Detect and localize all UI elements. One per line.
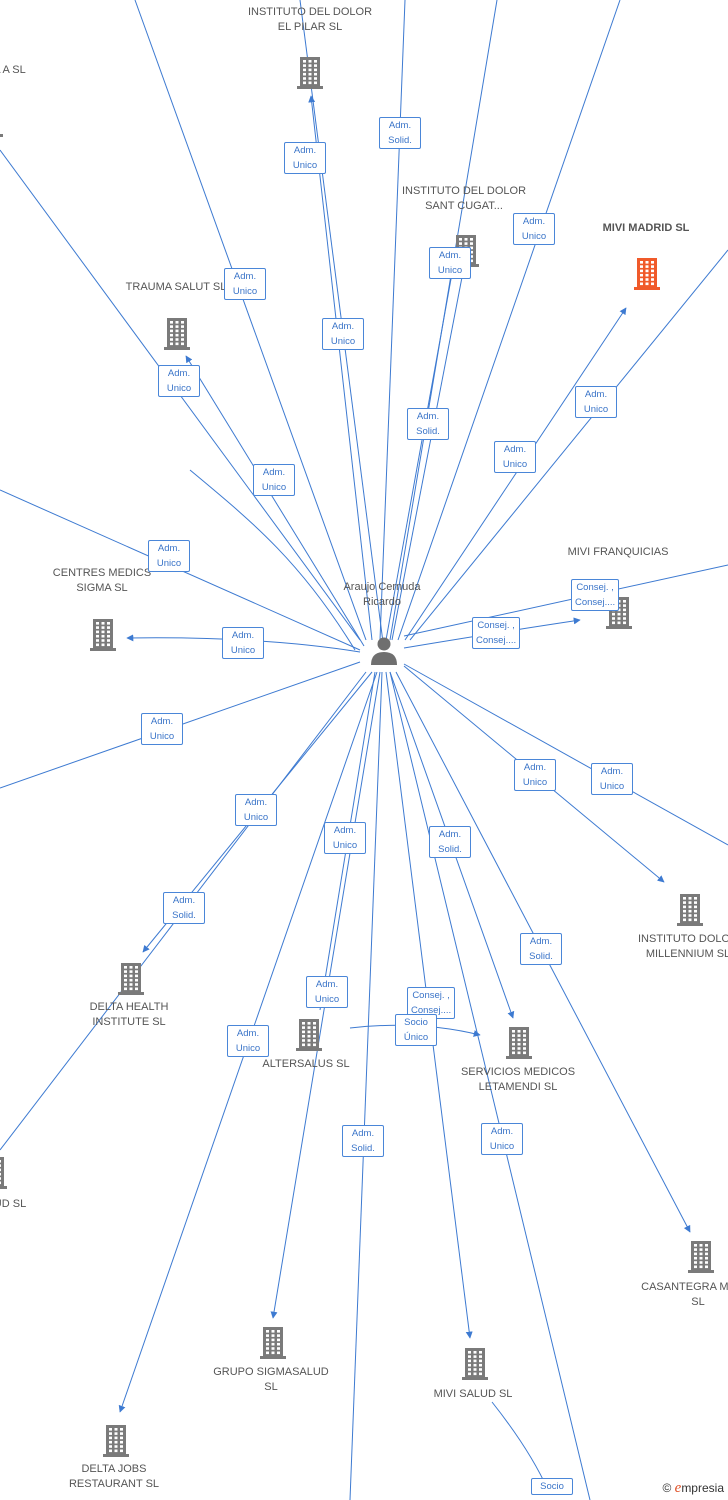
role-label[interactable]: Adm. Unico [429,247,471,279]
company-label[interactable]: MIVI MADRID SL [602,222,690,234]
brand-watermark: © empresia [662,1480,724,1497]
company-building-icon[interactable] [164,316,190,355]
company-label[interactable]: INSTITUTO DOLOR MILLENNIUM SL [637,933,728,960]
role-label[interactable]: Socio Único [395,1014,437,1046]
edge-3 [379,0,406,641]
company-label[interactable]: CENTRES MEDICS SIGMA SL [52,567,152,594]
company-label[interactable]: TRAUMA SALUT SL [125,281,227,293]
brand-initial: e [674,1480,682,1496]
role-label[interactable]: Consej. , Consej.... [472,617,521,649]
role-label[interactable]: Adm. Unico [148,540,190,572]
role-label[interactable]: Adm. Unico [513,213,555,245]
edge-9 [409,249,728,641]
role-label[interactable]: Adm. Solid. [407,408,449,440]
company-building-icon[interactable] [688,1239,714,1278]
role-label[interactable]: Adm. Unico [141,713,183,745]
company-building-icon[interactable] [103,1423,129,1462]
company-label[interactable]: MIVI SALUD SL [433,1388,513,1400]
company-building-icon[interactable] [118,961,144,1000]
edge-29 [389,671,591,1500]
role-label[interactable]: Adm. Solid. [429,826,471,858]
edge-15 [403,564,728,637]
role-label[interactable]: Adm. Unico [306,976,348,1008]
person-icon[interactable] [369,635,399,670]
company-building-icon[interactable] [506,1025,532,1064]
edge-20 [403,663,728,846]
company-building-icon[interactable] [260,1325,286,1364]
role-label[interactable]: Adm. Solid. [163,892,205,924]
role-label[interactable]: Adm. Unico [591,763,633,795]
company-building-icon[interactable] [677,892,703,931]
company-building-icon[interactable] [90,617,116,656]
role-label[interactable]: Adm. Unico [235,794,277,826]
role-label[interactable]: Adm. Unico [494,441,536,473]
company-label[interactable]: GRUPO SIGMASALUD SL [213,1366,329,1393]
brand-name: mpresia [681,1481,724,1495]
role-label[interactable]: Adm. Unico [224,268,266,300]
role-label[interactable]: Adm. Unico [227,1025,269,1057]
role-label[interactable]: Consej. , Consej.... [571,579,620,611]
company-label[interactable]: ALTERSALUS SL [262,1058,350,1070]
edge-10 [134,0,367,641]
role-label[interactable]: Adm. Unico [253,464,295,496]
company-label[interactable]: INSTITUTO DEL DOLOR EL PILAR SL [247,6,373,33]
company-building-icon[interactable] [0,1155,7,1194]
company-label[interactable]: DELTA HEALTH INSTITUTE SL [89,1001,169,1028]
edge-7 [397,0,621,641]
role-label[interactable]: Adm. Unico [284,142,326,174]
company-label[interactable]: CASANTEGRA MEDIC SL [641,1281,728,1308]
company-building-icon[interactable] [0,103,3,142]
role-label[interactable]: Adm. Unico [575,386,617,418]
company-label[interactable]: MIVI FRANQUICIAS [567,546,669,558]
edge-28 [349,671,383,1500]
edge-2 [308,95,373,641]
copyright-symbol: © [662,1481,672,1495]
person-label[interactable]: Araujo Cernuda Ricardo [343,581,421,608]
role-label[interactable]: Socio [531,1478,573,1495]
company-label[interactable]: CIA A SL [0,64,26,76]
role-label[interactable]: Adm. Unico [158,365,200,397]
edge-6 [385,239,459,641]
role-label[interactable]: Consej. , Consej.... [407,987,456,1019]
company-building-icon[interactable] [462,1346,488,1385]
role-label[interactable]: Adm. Unico [222,627,264,659]
role-label[interactable]: Adm. Solid. [379,117,421,149]
edge-32 [491,1401,549,1491]
company-building-icon[interactable] [634,256,660,295]
edge-5 [391,271,466,641]
edge-12 [185,355,365,647]
role-label[interactable]: Adm. Unico [514,759,556,791]
company-label[interactable]: UD SL [0,1198,27,1210]
role-label[interactable]: Adm. Solid. [342,1125,384,1157]
role-label[interactable]: Adm. Unico [322,318,364,350]
edge-13 [189,469,356,651]
role-label[interactable]: Adm. Unico [324,822,366,854]
company-label[interactable]: SERVICIOS MEDICOS LETAMENDI SL [460,1066,576,1093]
edge-8 [404,307,627,641]
company-building-icon[interactable] [296,1017,322,1056]
role-label[interactable]: Adm. Solid. [520,933,562,965]
company-building-icon[interactable] [297,55,323,94]
company-label[interactable]: INSTITUTO DEL DOLOR SANT CUGAT... [401,185,527,212]
company-label[interactable]: DELTA JOBS RESTAURANT SL [68,1463,160,1490]
role-label[interactable]: Adm. Unico [481,1123,523,1155]
